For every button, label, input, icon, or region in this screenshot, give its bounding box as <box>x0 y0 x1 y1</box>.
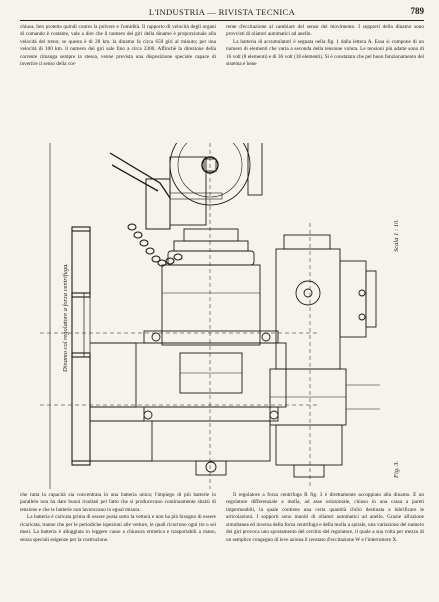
figure-number-label: Fig. 3. <box>393 460 400 478</box>
paragraph: chiusa, ben protetta quindi contro la po… <box>20 24 216 68</box>
top-view-disk <box>109 143 263 230</box>
journal-title: L'INDUSTRIA — RIVISTA TECNICA <box>148 7 296 17</box>
paragraph: La batteria di accumulatori è segnata ne… <box>226 38 424 68</box>
column-right-top: rente d'eccitazione al cambiare del sens… <box>226 24 424 144</box>
mounting-bracket <box>71 226 91 466</box>
column-left-bottom: che tutta la capacità sia concentrata in… <box>20 492 216 598</box>
page-number: 789 <box>410 6 425 16</box>
running-header: L'INDUSTRIA — RIVISTA TECNICA 789 <box>20 4 424 21</box>
figure-scale-label: Scala 1 : 10. <box>393 219 400 252</box>
column-left-top: chiusa, ben protetta quindi contro la po… <box>20 24 216 144</box>
figure-side-caption: Dinamo col regolatore a forza centrifuga… <box>62 263 69 372</box>
column-right-bottom: Il regolatore a forza centrifuga R fig. … <box>226 492 424 598</box>
center-lines <box>40 143 320 489</box>
side-view-dynamo <box>269 234 380 478</box>
paragraph: Il regolatore a forza centrifuga R fig. … <box>226 492 424 543</box>
paragraph: che tutta la capacità sia concentrata in… <box>20 492 216 513</box>
paragraph: La batteria è caricata prima di essere p… <box>20 514 216 543</box>
paragraph: rente d'eccitazione al cambiare del sens… <box>226 24 424 38</box>
technical-drawing-dynamo <box>40 143 380 489</box>
front-view-dynamo <box>90 228 287 476</box>
